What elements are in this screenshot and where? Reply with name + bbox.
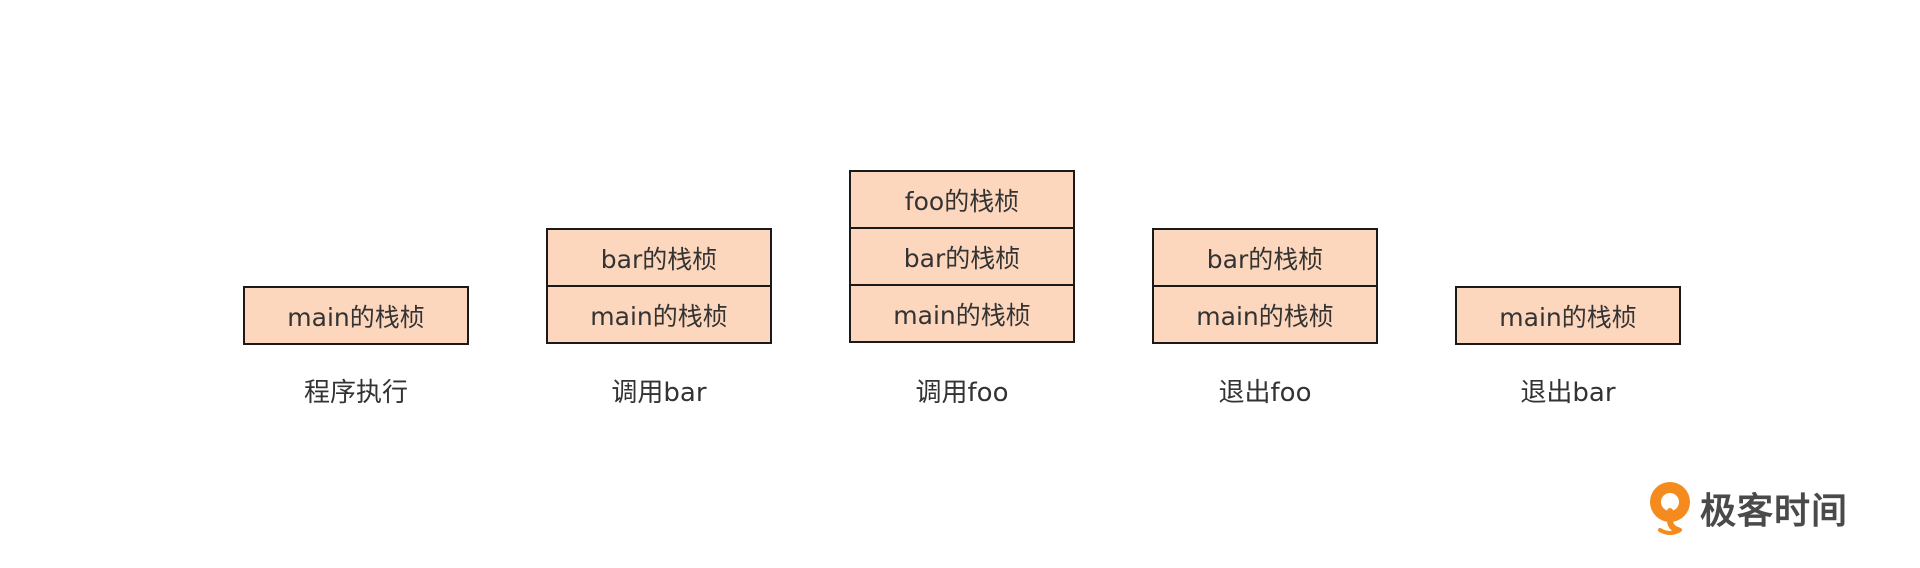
stack-frame-main: main的栈桢: [1455, 286, 1681, 345]
stack-program-start: main的栈桢: [243, 286, 469, 345]
stack-frame-main: main的栈桢: [546, 285, 772, 344]
stack-caption: 调用foo: [915, 378, 1009, 408]
stack-exit-bar: main的栈桢: [1455, 286, 1681, 345]
stack-frame-foo: foo的栈桢: [849, 170, 1075, 229]
geektime-logo-icon: [1650, 482, 1690, 535]
stack-frame-bar: bar的栈桢: [849, 227, 1075, 286]
geektime-logo: 极客时间: [1646, 478, 1848, 538]
stack-call-bar: bar的栈桢 main的栈桢: [546, 228, 772, 344]
stack-frame-bar: bar的栈桢: [1152, 228, 1378, 287]
stack-caption: 退出foo: [1218, 378, 1312, 408]
logo-text: 极客时间: [1700, 491, 1849, 532]
stack-frame-bar: bar的栈桢: [546, 228, 772, 287]
stack-frame-main: main的栈桢: [243, 286, 469, 345]
stack-caption: 退出bar: [1520, 378, 1616, 408]
stack-frame-main: main的栈桢: [1152, 285, 1378, 344]
stack-caption: 程序执行: [303, 378, 408, 408]
stack-call-foo: foo的栈桢 bar的栈桢 main的栈桢: [849, 170, 1075, 343]
stack-frame-main: main的栈桢: [849, 284, 1075, 343]
stack-caption: 调用bar: [611, 378, 707, 408]
stack-exit-foo: bar的栈桢 main的栈桢: [1152, 228, 1378, 344]
